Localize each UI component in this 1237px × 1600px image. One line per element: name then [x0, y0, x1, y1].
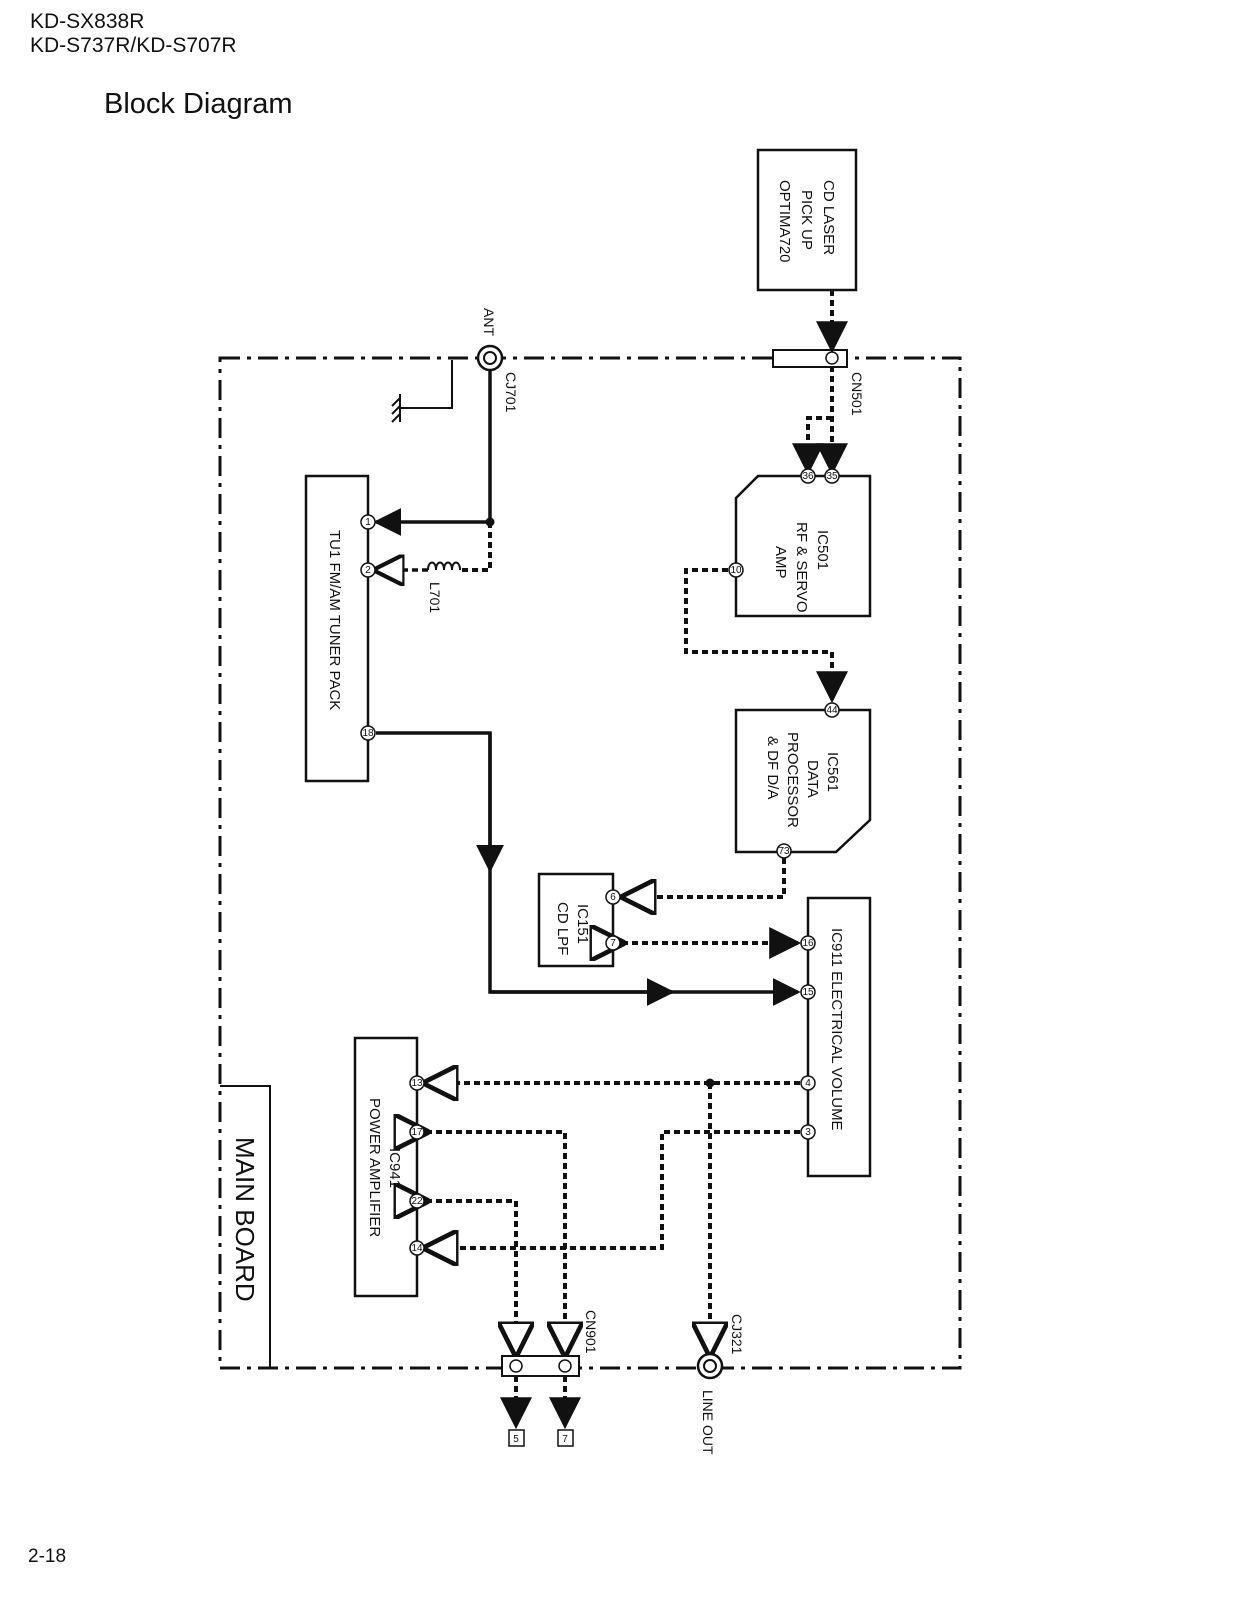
ic911-pin-16: 16: [802, 938, 814, 949]
ic911-pin-15: 15: [802, 987, 814, 998]
cn901-label: CN901: [583, 1310, 599, 1354]
main-board-outline: [218, 356, 962, 1370]
ic561-text-4: & DF D/A: [764, 736, 781, 799]
ic561-text-1: IC561: [824, 752, 841, 792]
ic911-label: IC911 ELECTRICAL VOLUME: [828, 928, 845, 1131]
ic941-block: [353, 1036, 419, 1298]
destination-box-7: [557, 1429, 574, 1447]
ic941-pin-17: 17: [411, 1127, 423, 1138]
ic561-pin-44: 44: [826, 705, 838, 716]
ic151-block: [537, 872, 615, 968]
tuner-pin-18: 18: [362, 728, 374, 739]
tuner-pin-2: 2: [365, 565, 371, 576]
l701-coil-icon: [376, 563, 461, 571]
ic151-pin-7: 7: [610, 938, 616, 949]
ic151-text-2: CD LPF: [554, 902, 571, 955]
ic561-pin-73: 73: [778, 846, 790, 857]
ic151-text-1: IC151: [574, 904, 591, 944]
tuner-pack-label: TU1 FM/AM TUNER PACK: [326, 530, 343, 710]
model-number-primary: KD-SX838R: [30, 10, 145, 33]
ic501-text-2: RF & SERVO: [793, 522, 810, 613]
pickup-text-1: CD LASER: [820, 180, 837, 255]
pins: [360, 468, 840, 1256]
ic941-text-2: POWER AMPLIFIER: [366, 1098, 383, 1237]
ic561-text-3: PROCESSOR: [784, 732, 801, 828]
cd-laser-pickup-block: [756, 148, 858, 292]
line-out-label: LINE OUT: [700, 1390, 716, 1455]
ic941-pin-13: 13: [411, 1078, 423, 1089]
tuner-pack-block: [304, 474, 370, 783]
ic911-pin-4: 4: [805, 1078, 811, 1089]
destination-5-label: 5: [513, 1434, 519, 1445]
cj321-label: CJ321: [729, 1314, 745, 1355]
page-title: Block Diagram: [104, 88, 293, 120]
tuner-pin-1: 1: [365, 517, 371, 528]
ic501-pin-35: 35: [826, 471, 838, 482]
ground-icon: [391, 360, 453, 423]
main-board-label-box: [220, 1085, 271, 1368]
ic151-pin-6: 6: [610, 892, 616, 903]
pickup-text-3: OPTIMA720: [776, 180, 793, 263]
main-board-label: MAIN BOARD: [230, 1137, 260, 1302]
pickup-text-2: PICK UP: [798, 190, 815, 250]
ic911-block: [806, 896, 872, 1178]
cn501-label: CN501: [849, 372, 865, 416]
ic561-text-2: DATA: [804, 760, 821, 798]
l701-label: L701: [427, 582, 443, 613]
ant-label: ANT: [481, 308, 497, 336]
model-number-secondary: KD-S737R/KD-S707R: [30, 34, 237, 57]
ic501-text-1: IC501: [814, 530, 831, 570]
ic501-text-3: AMP: [772, 546, 789, 579]
ic501-pin-10: 10: [730, 565, 742, 576]
destination-box-5: [508, 1429, 525, 1447]
ic561-block: [734, 708, 872, 854]
page-number: 2-18: [28, 1546, 67, 1567]
cn901-connector: [501, 1355, 580, 1377]
ic941-pin-22: 22: [411, 1196, 423, 1207]
ic501-block: [734, 474, 872, 618]
cj701-label: CJ701: [503, 372, 519, 413]
destination-7-label: 7: [562, 1434, 568, 1445]
ic501-pin-36: 36: [802, 471, 814, 482]
ic911-pin-3: 3: [805, 1127, 811, 1138]
ic941-pin-14: 14: [411, 1243, 423, 1254]
ic941-text-1: IC941: [386, 1148, 403, 1188]
